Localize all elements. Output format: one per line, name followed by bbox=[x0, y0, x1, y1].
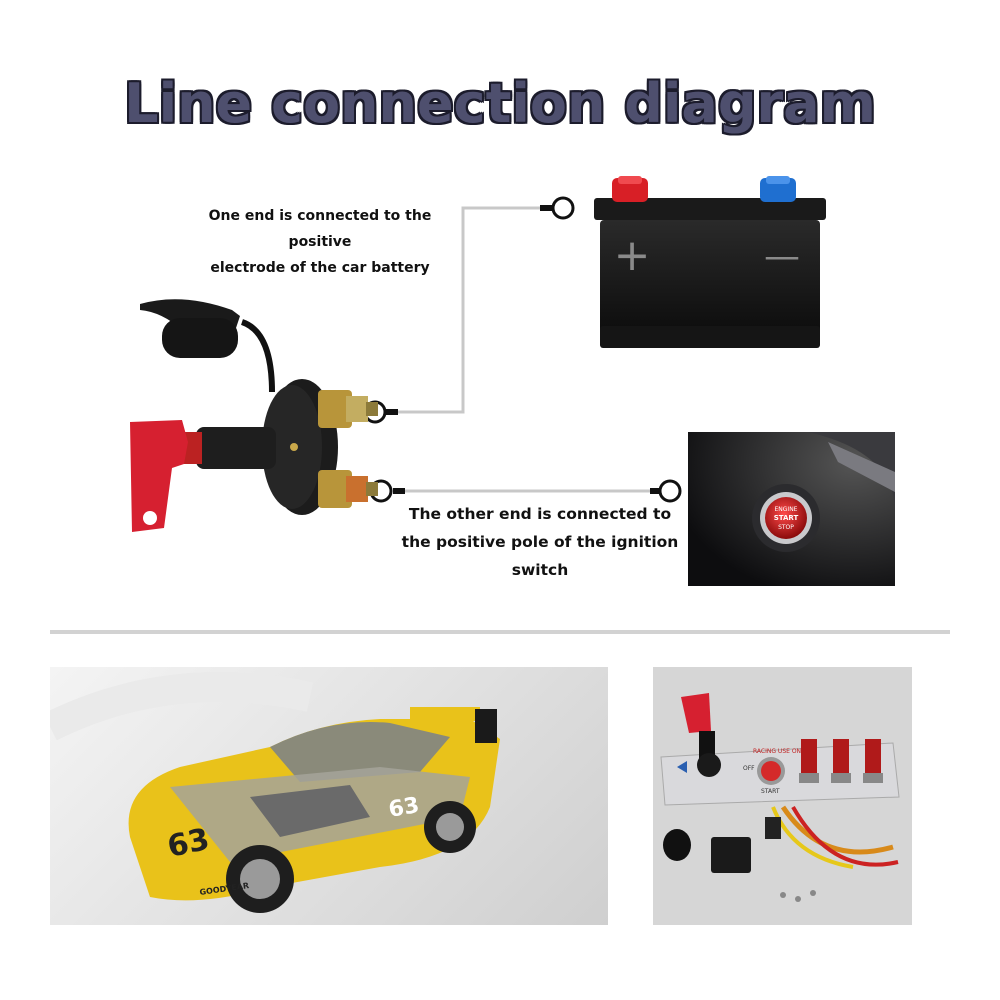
car-number-side: 63 bbox=[387, 793, 422, 823]
toggle-switch-1 bbox=[799, 739, 819, 783]
panel-start-label: START bbox=[761, 788, 780, 795]
svg-text:ENGINE: ENGINE bbox=[775, 506, 798, 513]
page-title: Line connection diagram bbox=[124, 72, 876, 135]
battery-negative-terminal bbox=[760, 176, 796, 202]
note-ignition-switch: The other end is connected to the positi… bbox=[401, 505, 679, 579]
svg-text:STOP: STOP bbox=[778, 524, 794, 531]
car-battery: + — bbox=[594, 176, 826, 348]
note-positive-battery: One end is connected to the positive ele… bbox=[208, 208, 432, 276]
engine-start-stop-button bbox=[765, 497, 807, 539]
battery-disconnect-switch bbox=[130, 299, 378, 532]
ring-terminal-ignition bbox=[650, 479, 682, 503]
ring-terminal-battery bbox=[540, 196, 575, 220]
battery-minus-symbol: — bbox=[764, 236, 800, 277]
battery-plus-symbol: + bbox=[614, 230, 651, 281]
battery-positive-terminal bbox=[612, 176, 648, 202]
race-car-photo: 63 63 GOODYEAR bbox=[50, 667, 608, 925]
car-number: 63 bbox=[164, 822, 212, 865]
wire-to-battery bbox=[398, 206, 540, 414]
ignition-button-photo: ENGINE START STOP bbox=[688, 432, 895, 586]
switch-panel-photo: RACING USE ONLY OFF START bbox=[653, 667, 912, 925]
section-divider bbox=[50, 630, 950, 634]
terminal-post-top bbox=[318, 390, 378, 428]
svg-text:START: START bbox=[774, 514, 799, 522]
terminal-post-bottom bbox=[318, 470, 378, 508]
panel-header: RACING USE ONLY bbox=[753, 748, 808, 755]
toggle-switch-3 bbox=[863, 739, 883, 783]
toggle-switch-2 bbox=[831, 739, 851, 783]
panel-off-label: OFF bbox=[743, 765, 755, 772]
